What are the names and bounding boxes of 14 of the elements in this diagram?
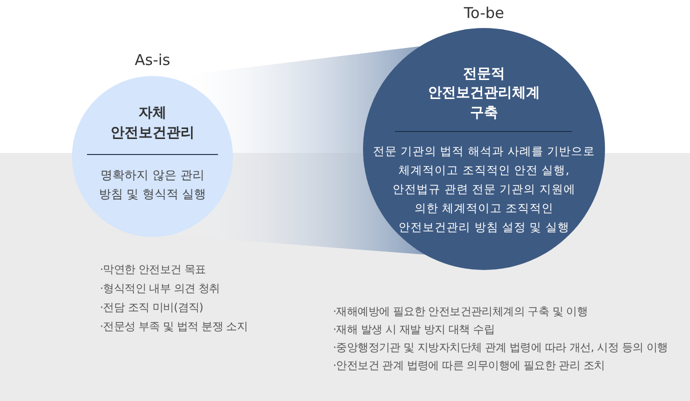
bullet-item: ·전문성 부족 및 법적 분쟁 소지 <box>100 319 248 335</box>
bullet-item: ·재해 발생 시 재발 방지 대책 수립 <box>333 322 494 338</box>
bullet-item: ·막연한 안전보건 목표 <box>100 262 206 278</box>
circle-description: 명확하지 않은 관리 방침 및 형식적 실행 <box>98 166 206 202</box>
bullet-item: ·형식적인 내부 의견 청취 <box>100 281 220 297</box>
bullet-item: ·전담 조직 미비(겸직) <box>100 300 204 316</box>
bullet-item: ·안전보건 관계 법령에 따른 의무이행에 필요한 관리 조치 <box>333 358 605 374</box>
circle-description: 전문 기관의 법적 해석과 사례를 기반으로 체계적이고 조직적인 안전 실행, 안전법규 관련 전문 기관의 지원에 의한 체계적이고 조직적인 안전보건관리 방침 설정 및 실행 <box>372 142 596 236</box>
bullet-item: ·중앙행정기관 및 지방자치단체 관계 법령에 따라 개선, 시정 등의 이행 <box>333 340 668 356</box>
circle-title: 자체 안전보건관리 <box>110 104 194 143</box>
stage-heading: As-is <box>134 50 170 70</box>
bullet-item: ·재해예방에 필요한 안전보건관리체계의 구축 및 이행 <box>333 304 588 320</box>
stage-heading: To-be <box>464 3 504 23</box>
circle-title: 전문적 안전보건관리체계 구축 <box>428 64 540 122</box>
